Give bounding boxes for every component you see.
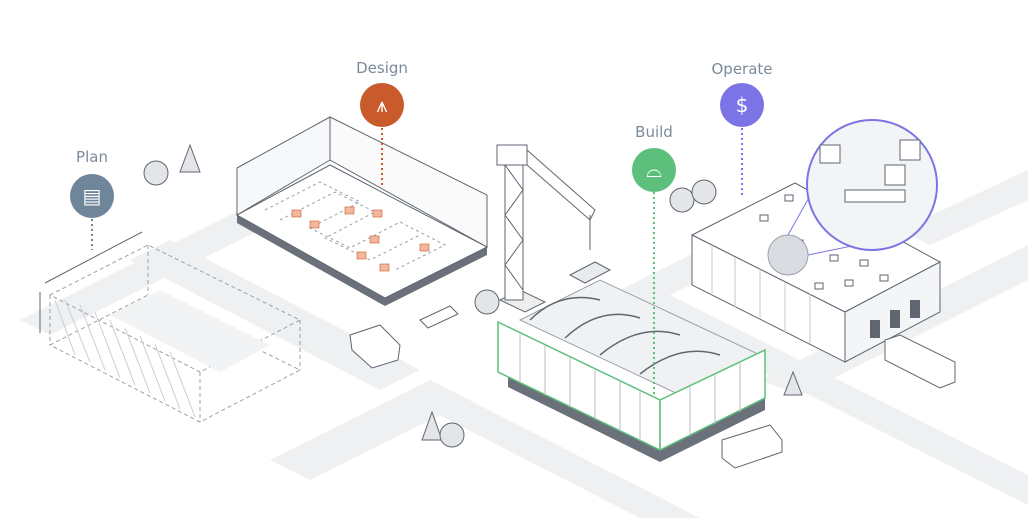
stage-label-design: Design [356,59,408,77]
stage-label-plan: Plan [76,148,108,166]
compass-drafting-icon[interactable]: ⩚ [360,83,404,127]
stage-label-operate: Operate [711,60,773,78]
plan-site-outline [48,244,302,423]
build-hall [497,279,766,462]
stage-label-build: Build [635,123,673,141]
dollar-icon[interactable]: $ [720,83,764,127]
plan-hatching [54,299,196,418]
design-slab [235,116,489,306]
trucks [349,305,956,469]
crane [496,144,612,313]
clipboard-check-icon[interactable]: ▤ [70,174,114,218]
trees [143,143,803,448]
dimension-lines [39,231,143,333]
warehouse [690,119,942,363]
hard-hat-icon[interactable]: ⌓ [632,148,676,192]
